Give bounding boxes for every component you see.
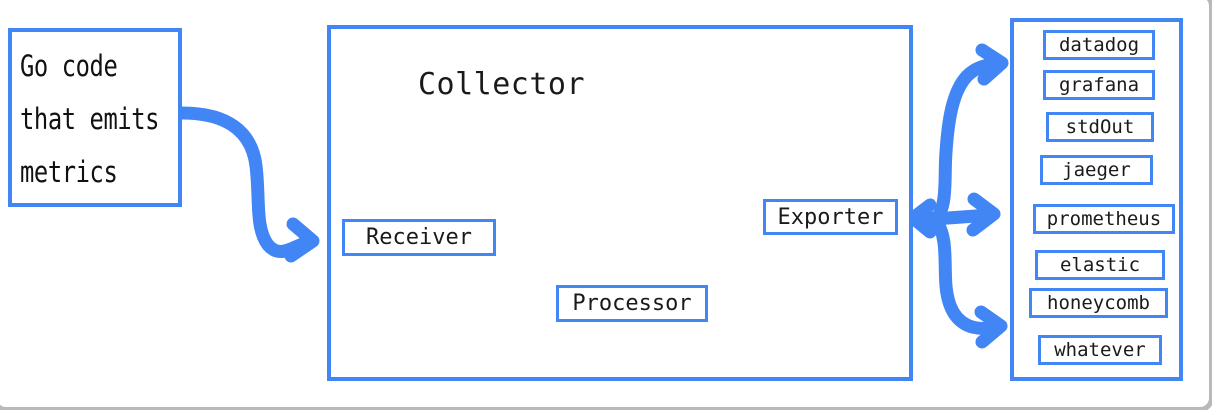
backend-datadog[interactable]: datadog: [1043, 30, 1155, 60]
backend-stdout[interactable]: stdOut: [1046, 112, 1154, 142]
arrow-branch-up-head: [975, 43, 1009, 86]
backend-grafana[interactable]: grafana: [1043, 70, 1155, 100]
go-code-source-box[interactable]: Go code that emits metrics: [8, 28, 182, 207]
processor-box[interactable]: Processor: [556, 285, 708, 322]
arrow-source-to-receiver: [175, 106, 315, 258]
source-line-1: Go code: [20, 49, 118, 83]
backend-honeycomb[interactable]: honeycomb: [1029, 288, 1168, 318]
backend-jaeger[interactable]: jaeger: [1040, 155, 1153, 185]
arrow-branch-down: [929, 214, 1003, 335]
backend-prometheus[interactable]: prometheus: [1033, 204, 1175, 234]
source-line-3: metrics: [20, 155, 118, 189]
arrow-branch-up: [929, 57, 1003, 226]
backend-whatever[interactable]: whatever: [1038, 335, 1162, 365]
arrow-source-to-receiver-head: [284, 217, 320, 263]
arrow-branch-mid: [927, 208, 997, 226]
backend-elastic[interactable]: elastic: [1035, 250, 1165, 280]
source-line-2: that emits: [20, 102, 160, 136]
arrow-exporter-branch-trunk-head: [906, 198, 937, 239]
exporter-box[interactable]: Exporter: [763, 199, 898, 235]
collector-title: Collector: [418, 67, 586, 102]
arrow-branch-mid-head: [966, 192, 1001, 237]
arrow-branch-down-head: [974, 305, 1008, 349]
receiver-box[interactable]: Receiver: [342, 219, 496, 256]
